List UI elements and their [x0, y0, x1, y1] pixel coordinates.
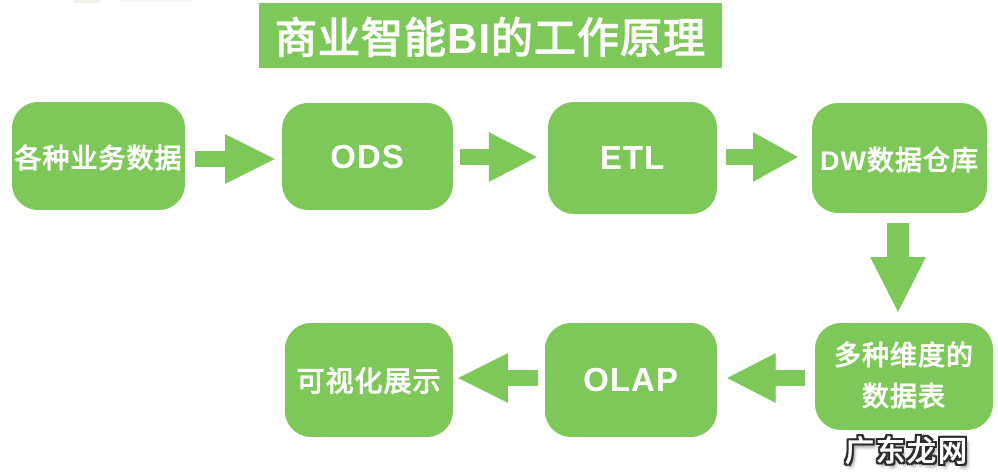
node-dw: DW数据仓库	[812, 103, 987, 213]
arrow-left-icon	[727, 353, 805, 403]
arrow-left-icon	[458, 353, 538, 403]
node-label: ETL	[599, 139, 666, 176]
arrow-right-icon	[726, 132, 798, 182]
arrow-down-icon	[870, 223, 926, 312]
arrow-right-icon	[460, 132, 537, 182]
node-etl: ETL	[548, 102, 717, 214]
node-source-data: 各种业务数据	[12, 102, 185, 210]
cropped-artifact	[120, 0, 192, 2]
node-label: 各种业务数据	[14, 143, 183, 174]
node-label: 多种维度的数据表	[834, 341, 974, 412]
node-label: OLAP	[583, 361, 679, 398]
diagram-title: 商业智能BI的工作原理	[259, 3, 722, 68]
arrow-right-icon	[195, 134, 275, 184]
node-dim-tables: 多种维度的数据表	[815, 323, 993, 430]
watermark: 广东龙网	[845, 436, 970, 468]
node-label: DW数据仓库	[820, 145, 979, 176]
node-label: 可视化展示	[296, 366, 442, 397]
cropped-artifact	[73, 0, 100, 3]
node-visualization: 可视化展示	[285, 323, 453, 437]
node-label: ODS	[330, 137, 405, 175]
node-olap: OLAP	[545, 323, 717, 437]
node-ods: ODS	[282, 103, 453, 210]
